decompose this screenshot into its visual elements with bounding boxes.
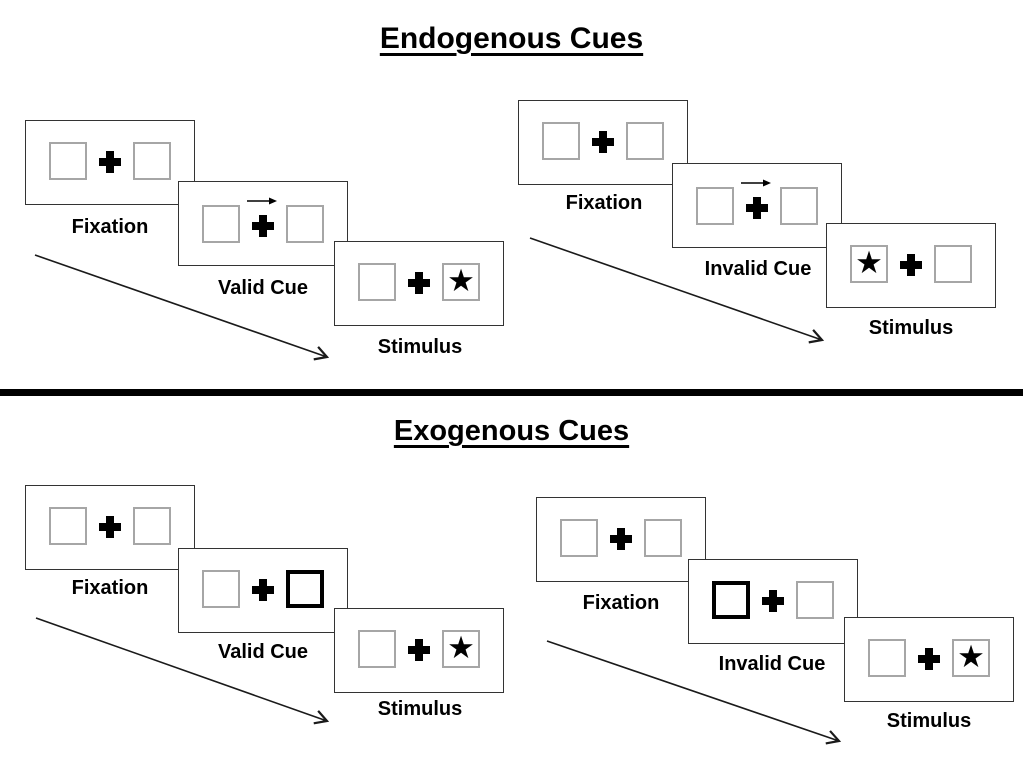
panel-label-stimulus: Stimulus <box>886 710 972 732</box>
panel-invalid-cue <box>688 559 858 644</box>
left-box <box>358 263 396 301</box>
right-box <box>780 187 818 225</box>
panel-fixation <box>25 120 195 205</box>
fixation-cross-icon <box>900 254 922 276</box>
fixation-cross-icon <box>746 197 768 219</box>
panel-label-fixation: Fixation <box>71 577 149 599</box>
left-box <box>49 142 87 180</box>
section-title-endogenous: Endogenous Cues <box>379 22 644 55</box>
fixation-cross-icon <box>408 639 430 661</box>
left-box <box>358 630 396 668</box>
left-box <box>696 187 734 225</box>
left-box <box>560 519 598 557</box>
panel-stimulus: ★ <box>334 241 504 326</box>
panel-invalid-cue <box>672 163 842 248</box>
section-title-exogenous: Exogenous Cues <box>393 415 630 447</box>
right-box <box>133 507 171 545</box>
panel-label-valid-cue: Valid Cue <box>217 277 309 299</box>
section-divider <box>0 389 1023 396</box>
left-box <box>49 507 87 545</box>
timeline-arrow-exogenous-invalid <box>546 640 842 745</box>
right-box <box>626 122 664 160</box>
fixation-cross-icon <box>610 528 632 550</box>
panel-fixation <box>25 485 195 570</box>
left-box <box>202 205 240 243</box>
right-box <box>133 142 171 180</box>
right-box: ★ <box>442 630 480 668</box>
right-box <box>286 570 324 608</box>
panel-valid-cue <box>178 181 348 266</box>
right-box: ★ <box>952 639 990 677</box>
timeline-arrow-endogenous-valid <box>34 254 330 361</box>
fixation-cross-icon <box>99 516 121 538</box>
left-box <box>868 639 906 677</box>
panel-label-invalid-cue: Invalid Cue <box>704 258 812 280</box>
cue-arrow-right-icon <box>741 179 771 187</box>
fixation-cross-icon <box>252 215 274 237</box>
panel-fixation <box>536 497 706 582</box>
star-stimulus-icon: ★ <box>957 638 985 675</box>
timeline-arrow-exogenous-valid <box>35 617 330 725</box>
panel-fixation <box>518 100 688 185</box>
left-box: ★ <box>850 245 888 283</box>
panel-label-stimulus: Stimulus <box>868 317 954 339</box>
left-box <box>712 581 750 619</box>
left-box <box>542 122 580 160</box>
star-stimulus-icon: ★ <box>855 244 883 281</box>
right-box: ★ <box>442 263 480 301</box>
fixation-cross-icon <box>408 272 430 294</box>
panel-label-fixation: Fixation <box>582 592 660 614</box>
fixation-cross-icon <box>918 648 940 670</box>
panel-stimulus: ★ <box>826 223 996 308</box>
panel-label-fixation: Fixation <box>565 192 643 214</box>
panel-label-invalid-cue: Invalid Cue <box>718 653 826 675</box>
star-stimulus-icon: ★ <box>447 262 475 299</box>
panel-label-valid-cue: Valid Cue <box>217 641 309 663</box>
panel-stimulus: ★ <box>844 617 1014 702</box>
fixation-cross-icon <box>99 151 121 173</box>
panel-label-stimulus: Stimulus <box>377 336 463 358</box>
right-box <box>796 581 834 619</box>
panel-label-fixation: Fixation <box>71 216 149 238</box>
panel-label-stimulus: Stimulus <box>377 698 463 720</box>
panel-valid-cue <box>178 548 348 633</box>
panel-stimulus: ★ <box>334 608 504 693</box>
fixation-cross-icon <box>592 131 614 153</box>
right-box <box>644 519 682 557</box>
right-box <box>286 205 324 243</box>
star-stimulus-icon: ★ <box>447 629 475 666</box>
fixation-cross-icon <box>252 579 274 601</box>
timeline-arrow-endogenous-invalid <box>529 237 825 344</box>
left-box <box>202 570 240 608</box>
cue-arrow-right-icon <box>247 197 277 205</box>
fixation-cross-icon <box>762 590 784 612</box>
right-box <box>934 245 972 283</box>
